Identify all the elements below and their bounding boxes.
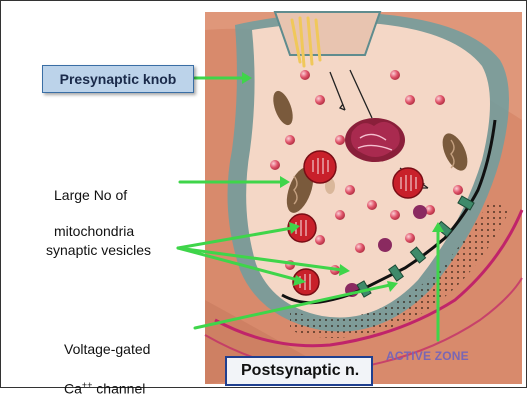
presynaptic-knob-text: Presynaptic knob (60, 71, 177, 87)
postsynaptic-text: Postsynaptic n. (241, 362, 359, 380)
voltage-gated-line1: Voltage-gated (64, 340, 150, 358)
mitochondria-label-line2: mitochondria (54, 222, 134, 240)
postsynaptic-label: Postsynaptic n. (225, 356, 373, 386)
presynaptic-knob-label: Presynaptic knob (42, 65, 194, 93)
synaptic-vesicles-label: synaptic vesicles (46, 241, 151, 259)
axon-terminal (275, 12, 380, 55)
mitochondria-label-line1: Large No of (54, 186, 134, 204)
golgi-complex (345, 118, 405, 162)
ca-channel-line: Ca++ channel (64, 376, 150, 398)
voltage-gated-label: Voltage-gated Ca++ channel (64, 322, 150, 416)
active-zone-label: ACTIVE ZONE (386, 349, 469, 363)
